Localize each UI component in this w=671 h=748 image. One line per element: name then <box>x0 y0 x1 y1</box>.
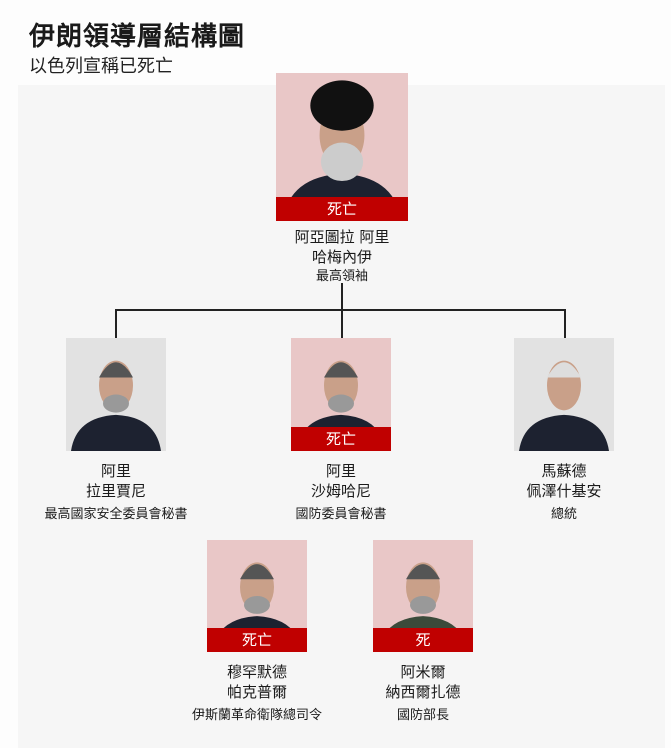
person-name: 阿亞圖拉 阿里 <box>294 228 390 246</box>
person-silhouette-icon <box>71 360 161 451</box>
person-name: 佩澤什基安 <box>526 482 602 500</box>
portrait-photo: 死 <box>373 540 473 652</box>
person-card: 死亡 阿里 沙姆哈尼 國防委員會秘書 <box>251 338 431 525</box>
person-role: 總統 <box>550 507 577 522</box>
page-title: 伊朗領導層結構圖 <box>29 22 246 52</box>
person-silhouette-icon <box>519 360 609 451</box>
person-role: 最高國家安全委員會秘書 <box>44 507 188 522</box>
connector-line <box>115 309 566 311</box>
person-name: 穆罕默德 <box>226 663 287 681</box>
connector-line <box>115 309 117 338</box>
person-name: 阿里 <box>100 462 131 480</box>
portrait-photo: 死亡 <box>291 338 391 451</box>
person-card: 阿里 拉里賈尼 最高國家安全委員會秘書 <box>26 338 206 525</box>
person-name: 納西爾扎德 <box>385 683 461 701</box>
portrait-photo <box>66 338 166 451</box>
person-role: 國防委員會秘書 <box>295 507 387 522</box>
portrait-photo: 死亡 <box>276 73 408 221</box>
page-subtitle: 以色列宣稱已死亡 <box>29 56 173 77</box>
connector-line <box>341 283 343 311</box>
person-card: 死 阿米爾 納西爾扎德 國防部長 <box>333 540 513 726</box>
person-role: 伊斯蘭革命衛隊總司令 <box>191 708 322 723</box>
person-name: 帕克普爾 <box>226 683 287 701</box>
person-role: 最高領袖 <box>315 269 368 284</box>
person-name: 拉里賈尼 <box>85 482 146 500</box>
status-badge: 死亡 <box>276 197 408 221</box>
portrait-photo: 死亡 <box>207 540 307 652</box>
person-name: 沙姆哈尼 <box>310 482 371 500</box>
status-badge: 死 <box>373 628 473 652</box>
person-card: 死亡 穆罕默德 帕克普爾 伊斯蘭革命衛隊總司令 <box>167 540 347 726</box>
status-badge: 死亡 <box>291 427 391 451</box>
connector-line <box>341 309 343 338</box>
person-name: 阿里 <box>325 462 356 480</box>
person-name: 哈梅內伊 <box>311 248 372 266</box>
person-role: 國防部長 <box>396 708 449 723</box>
connector-line <box>564 309 566 338</box>
person-card: 馬蘇德 佩澤什基安 總統 <box>474 338 654 525</box>
status-badge: 死亡 <box>207 628 307 652</box>
portrait-photo <box>514 338 614 451</box>
person-name: 馬蘇德 <box>541 462 587 480</box>
person-card: 死亡 阿亞圖拉 阿里 哈梅內伊 最高領袖 <box>236 73 448 287</box>
person-name: 阿米爾 <box>400 663 446 681</box>
